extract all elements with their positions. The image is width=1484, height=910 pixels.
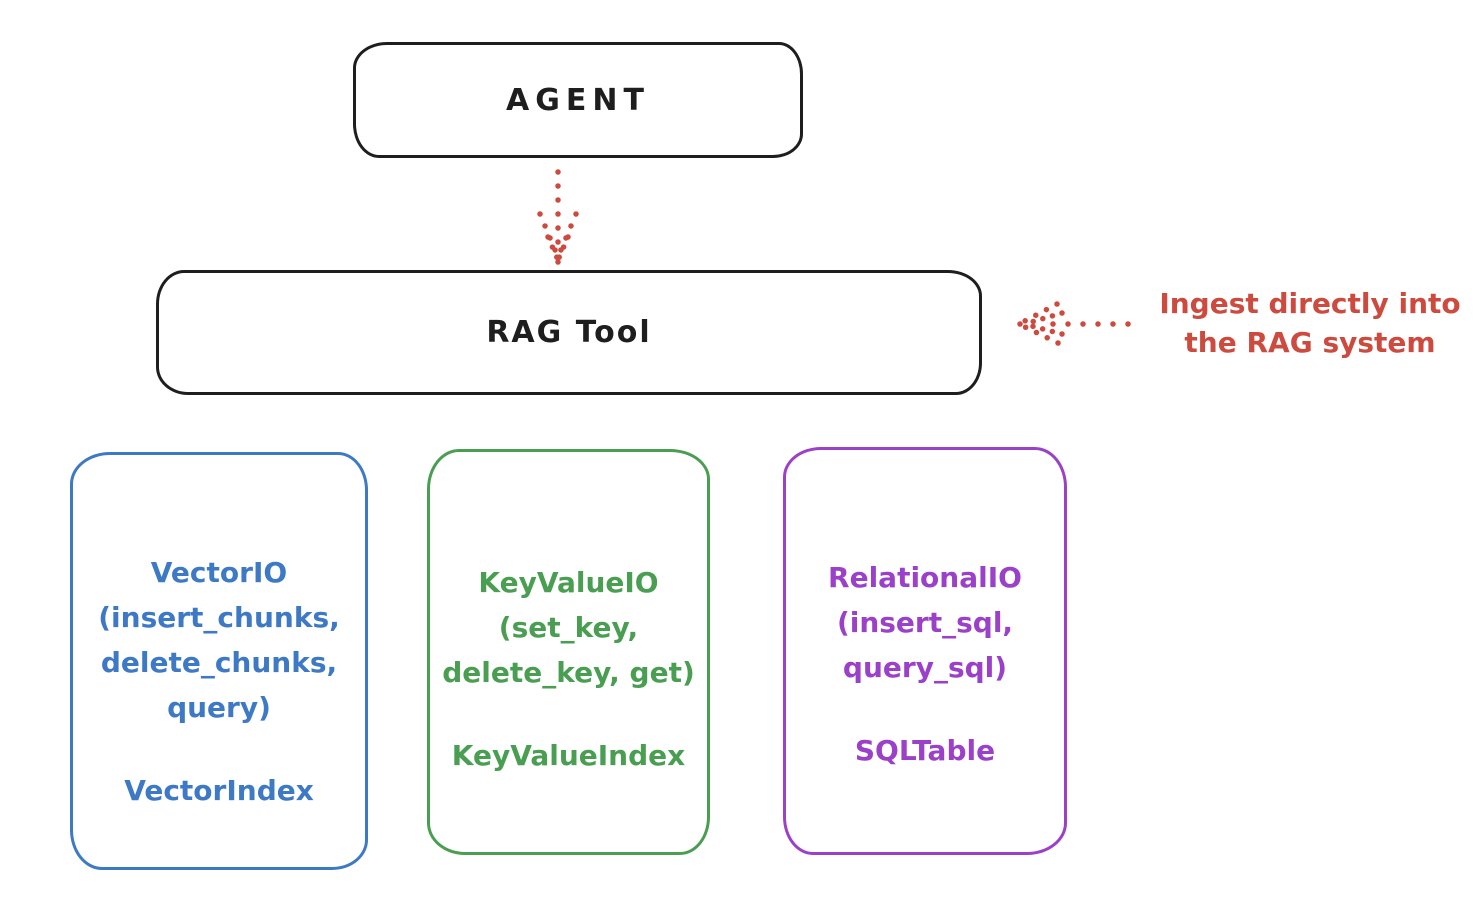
dotted-arrow-left-icon	[1016, 301, 1131, 346]
sql-table-label: SQLTable	[854, 734, 996, 767]
card-line: delete_chunks,	[100, 646, 338, 679]
card-line: VectorIO	[150, 556, 288, 589]
relational-io-card: RelationalIO (insert_sql, query_sql) SQL…	[783, 447, 1067, 855]
relational-io-signature: RelationalIO (insert_sql, query_sql)	[786, 555, 1064, 690]
rag-tool-label: RAG Tool	[486, 315, 652, 350]
annotation-line-2: the RAG system	[1184, 326, 1436, 359]
card-line: (insert_sql,	[836, 606, 1014, 639]
ingest-annotation: Ingest directly into the RAG system	[1138, 284, 1482, 362]
vector-io-card: VectorIO (insert_chunks, delete_chunks, …	[70, 452, 368, 870]
keyvalue-io-signature: KeyValueIO (set_key, delete_key, get)	[430, 560, 707, 695]
card-line: KeyValueIO	[478, 566, 659, 599]
card-line: (insert_chunks,	[98, 601, 340, 634]
keyvalue-index-label: KeyValueIndex	[451, 739, 686, 772]
card-line: RelationalIO	[828, 561, 1022, 594]
vector-index-label: VectorIndex	[124, 774, 314, 807]
card-line: query)	[167, 691, 271, 724]
card-line: delete_key, get)	[442, 656, 695, 689]
vector-io-signature: VectorIO (insert_chunks, delete_chunks, …	[73, 550, 365, 730]
card-line: query_sql)	[842, 651, 1008, 684]
annotation-line-1: Ingest directly into	[1159, 287, 1461, 320]
card-line: (set_key,	[498, 611, 639, 644]
rag-tool-box: RAG Tool	[156, 270, 982, 395]
dotted-arrow-down-icon	[537, 169, 579, 266]
keyvalue-io-card: KeyValueIO (set_key, delete_key, get) Ke…	[427, 449, 710, 855]
agent-label: AGENT	[506, 82, 650, 118]
agent-box: AGENT	[353, 42, 803, 158]
